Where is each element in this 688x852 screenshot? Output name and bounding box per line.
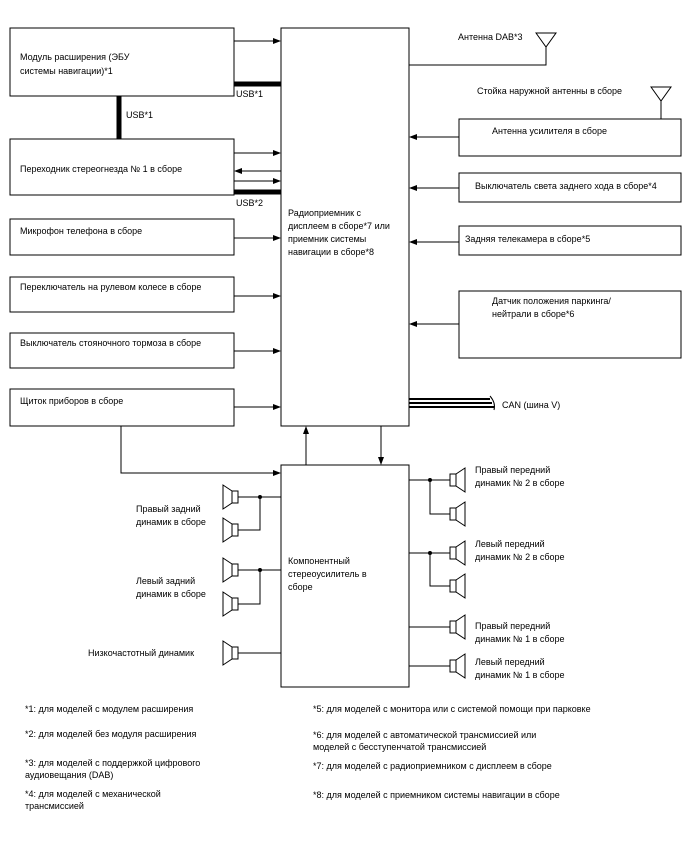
- footnote-6-line1: *6: для моделей с автоматической трансми…: [313, 730, 536, 740]
- front-right-2-speaker-wiring: [409, 478, 450, 515]
- footnote-7: *7: для моделей с радиоприемником с дисп…: [313, 761, 552, 771]
- outer-antenna-icon: [650, 86, 672, 119]
- amplifier-antenna-box: Антенна усилителя в сборе: [458, 118, 682, 157]
- usb1-top-label: USB*1: [236, 89, 263, 99]
- front-left-2-speaker-icon-2: [449, 573, 466, 599]
- footnote-1: *1: для моделей с модулем расширения: [25, 704, 193, 714]
- footnote-5: *5: для моделей с монитора или с системо…: [313, 704, 591, 714]
- front-right-2-speaker-label-line1: Правый передний: [475, 465, 550, 475]
- footnote-3-line2: аудиовещания (DAB): [25, 770, 113, 780]
- footnote-8: *8: для моделей с приемником системы нав…: [313, 790, 560, 800]
- woofer-label: Низкочастотный динамик: [88, 648, 194, 658]
- radio-amplifier-links: [303, 426, 384, 465]
- telephone-microphone-label: Микрофон телефона в сборе: [20, 226, 142, 236]
- radio-receiver-label-line4: навигации в сборе*8: [288, 247, 374, 257]
- rear-left-speaker-label-line2: динамик в сборе: [136, 589, 206, 599]
- backup-light-switch-box: Выключатель света заднего хода в сборе*4: [458, 172, 682, 203]
- dab-antenna-icon: [409, 32, 557, 66]
- front-right-1-speaker-label-line2: динамик № 1 в сборе: [475, 634, 565, 644]
- usb2-label: USB*2: [236, 198, 263, 208]
- right-signal-arrows: [409, 134, 459, 327]
- footnote-3-line1: *3: для моделей с поддержкой цифрового: [25, 758, 200, 768]
- rear-right-speaker-label-line1: Правый задний: [136, 504, 201, 514]
- park-neutral-switch-label-line1: Датчик положения паркинга/: [492, 296, 611, 306]
- dab-antenna-label: Антенна DAB*3: [458, 32, 522, 42]
- radio-receiver-label-line3: приемник системы: [288, 234, 366, 244]
- footnote-6-line2: моделей с бесступенчатой трансмиссией: [313, 742, 486, 752]
- left-signal-arrows: [120, 38, 281, 476]
- footnote-4-line2: трансмиссией: [25, 801, 84, 811]
- front-left-2-speaker-wiring: [409, 551, 450, 587]
- rear-camera-label: Задняя телекамера в сборе*5: [465, 234, 590, 244]
- footnotes: *1: для моделей с модулем расширения *2:…: [25, 704, 591, 811]
- rear-camera-box: Задняя телекамера в сборе*5: [458, 225, 682, 256]
- front-right-1-speaker-icon: [449, 614, 466, 640]
- rear-right-speaker-wiring: [238, 495, 281, 531]
- usb-bus-lines: [116, 81, 281, 195]
- stereo-amplifier-label-line1: Компонентный: [288, 556, 350, 566]
- rear-right-speaker-label-line2: динамик в сборе: [136, 517, 206, 527]
- stereo-jack-adapter-label: Переходник стереогнезда № 1 в сборе: [20, 164, 182, 174]
- outer-antenna-label: Стойка наружной антенны в сборе: [477, 86, 622, 96]
- expansion-module-label-line1: Модуль расширения (ЭБУ: [20, 52, 130, 62]
- rear-left-speaker-icon-2: [222, 591, 239, 617]
- radio-receiver-box: Радиоприемник с дисплеем в сборе*7 или п…: [280, 27, 410, 427]
- usb1-vertical-label: USB*1: [126, 110, 153, 120]
- stereo-amplifier-label-line2: стереоусилитель в: [288, 569, 367, 579]
- expansion-module-box: Модуль расширения (ЭБУ системы навигации…: [9, 27, 235, 97]
- stereo-jack-adapter-box: Переходник стереогнезда № 1 в сборе: [9, 138, 235, 196]
- footnote-2: *2: для моделей без модуля расширения: [25, 729, 197, 739]
- front-left-1-speaker-icon: [449, 653, 466, 679]
- park-neutral-switch-label-line2: нейтрали в сборе*6: [492, 309, 574, 319]
- rear-left-speaker-icon-1: [222, 557, 239, 583]
- rear-left-speaker-label-line1: Левый задний: [136, 576, 195, 586]
- combination-meter-box: Щиток приборов в сборе: [9, 388, 235, 427]
- park-neutral-switch-box: Датчик положения паркинга/ нейтрали в сб…: [458, 290, 682, 359]
- expansion-module-label-line2: системы навигации)*1: [20, 66, 113, 76]
- telephone-microphone-box: Микрофон телефона в сборе: [9, 218, 235, 256]
- front-left-2-speaker-label-line2: динамик № 2 в сборе: [475, 552, 565, 562]
- front-right-2-speaker-label-line2: динамик № 2 в сборе: [475, 478, 565, 488]
- front-right-2-speaker-icon-1: [449, 467, 466, 493]
- front-right-1-speaker-label-line1: Правый передний: [475, 621, 550, 631]
- can-bus-lines: [409, 395, 495, 411]
- front-right-2-speaker-icon-2: [449, 501, 466, 527]
- front-left-1-speaker-label-line2: динамик № 1 в сборе: [475, 670, 565, 680]
- front-left-2-speaker-icon-1: [449, 540, 466, 566]
- rear-right-speaker-icon-1: [222, 484, 239, 510]
- backup-light-switch-label: Выключатель света заднего хода в сборе*4: [475, 181, 657, 191]
- radio-receiver-label-line1: Радиоприемник с: [288, 208, 362, 218]
- steering-pad-switch-label: Переключатель на рулевом колесе в сборе: [20, 282, 201, 292]
- amplifier-antenna-label: Антенна усилителя в сборе: [492, 126, 607, 136]
- steering-pad-switch-box: Переключатель на рулевом колесе в сборе: [9, 276, 235, 313]
- parking-brake-switch-box: Выключатель стояночного тормоза в сборе: [9, 332, 235, 369]
- front-left-2-speaker-label-line1: Левый передний: [475, 539, 545, 549]
- woofer-speaker-icon: [222, 640, 239, 666]
- rear-left-speaker-wiring: [238, 568, 281, 605]
- stereo-amplifier-label-line3: сборе: [288, 582, 313, 592]
- parking-brake-switch-label: Выключатель стояночного тормоза в сборе: [20, 338, 201, 348]
- stereo-amplifier-box: Компонентный стереоусилитель в сборе: [280, 464, 410, 688]
- footnote-4-line1: *4: для моделей с механической: [25, 789, 161, 799]
- radio-receiver-label-line2: дисплеем в сборе*7 или: [288, 221, 390, 231]
- can-bus-label: CAN (шина V): [502, 400, 560, 410]
- combination-meter-label: Щиток приборов в сборе: [20, 396, 123, 406]
- front-left-1-speaker-label-line1: Левый передний: [475, 657, 545, 667]
- rear-right-speaker-icon-2: [222, 517, 239, 543]
